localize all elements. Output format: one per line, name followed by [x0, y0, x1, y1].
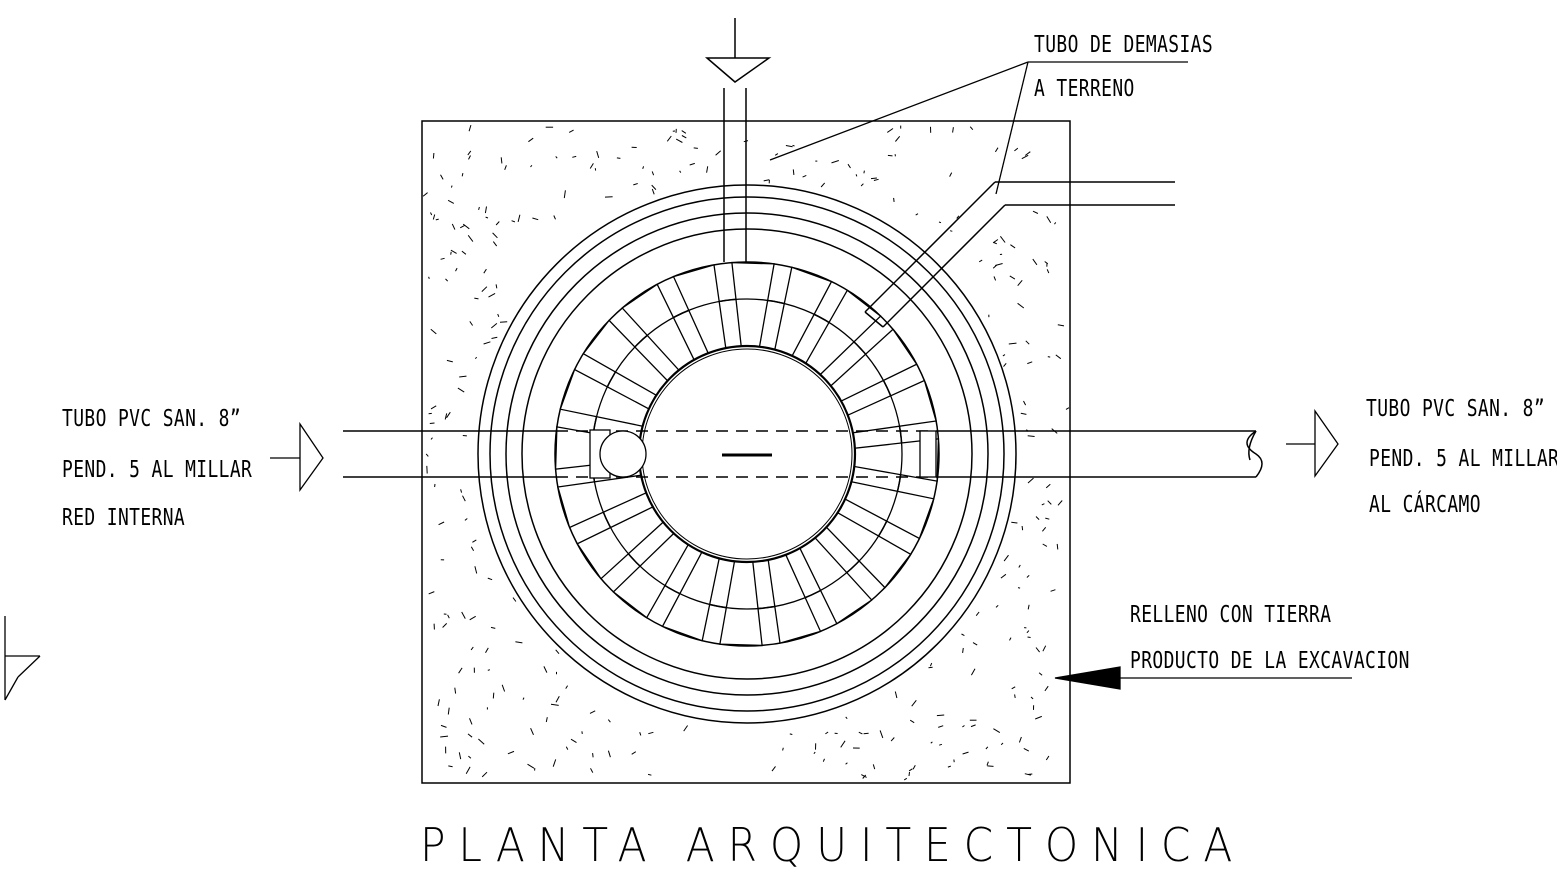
outlet-flow-arrow [1286, 408, 1339, 479]
overflow-leader [769, 61, 1188, 195]
outlet-label-line3: AL CÁRCAMO [1369, 492, 1481, 518]
outlet-label-line2: PEND. 5 AL MILLAR [1369, 446, 1557, 472]
section-marker-icon [4, 616, 41, 701]
fill-label-line2: PRODUCTO DE LA EXCAVACION [1130, 648, 1410, 674]
overflow-pipe [864, 181, 1175, 328]
fill-label-line1: RELLENO CON TIERRA [1130, 602, 1332, 628]
inlet-label-line1: TUBO PVC SAN. 8” [62, 406, 242, 432]
inlet-flow-arrow [270, 421, 324, 493]
inlet-label-line3: RED INTERNA [62, 505, 186, 531]
inlet-pipe-end [589, 429, 937, 479]
inlet-label-line2: PEND. 5 AL MILLAR [62, 457, 253, 483]
rain-inlet-pipe [704, 18, 772, 262]
brick-ring [554, 261, 940, 647]
drawing-title: PLANTA ARQUITECTONICA [420, 818, 1246, 872]
outlet-label-line1: TUBO PVC SAN. 8” [1366, 396, 1546, 422]
overflow-label-line1: TUBO DE DEMASIAS [1034, 32, 1214, 58]
soil-fill-hatch [422, 124, 1070, 781]
overflow-label-line2: A TERRENO [1034, 76, 1135, 102]
fill-leader [1054, 666, 1352, 690]
